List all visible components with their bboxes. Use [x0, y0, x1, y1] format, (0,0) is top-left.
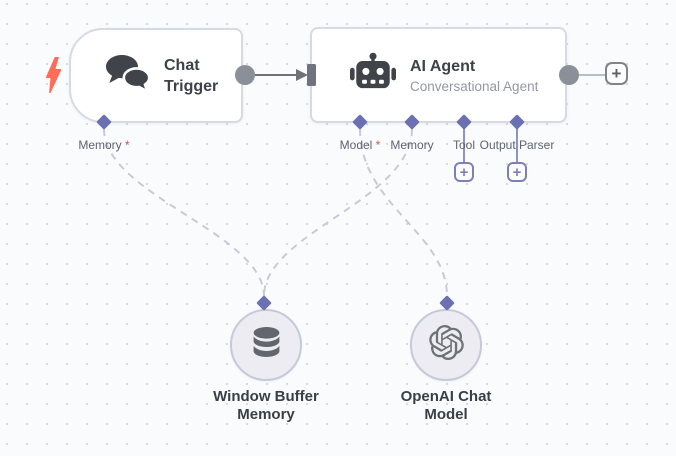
lightning-trigger-icon	[45, 56, 62, 98]
node-ai-agent[interactable]: AI Agent Conversational Agent	[310, 27, 567, 123]
connection-trigger-to-agent[interactable]	[255, 69, 308, 81]
port-label-model: Model *	[339, 138, 381, 152]
label-openai-chat-model: OpenAI Chat Model	[400, 388, 492, 423]
add-output-parser-button[interactable]: +	[507, 162, 527, 182]
agent-output-handle[interactable]	[559, 65, 579, 85]
connection-agent-model-to-openai[interactable]	[359, 128, 448, 297]
port-label-output-parser: Output Parser	[479, 138, 555, 152]
trigger-output-handle[interactable]	[235, 65, 255, 85]
arrowhead-icon	[296, 69, 308, 81]
node-window-buffer-memory[interactable]	[230, 309, 302, 381]
port-label-tool: Tool	[452, 138, 476, 152]
connection-agent-memory-to-buffer[interactable]	[263, 128, 413, 297]
database-icon	[250, 326, 283, 364]
port-label-trigger-memory: Memory *	[78, 138, 130, 152]
node-chat-trigger[interactable]: Chat Trigger	[69, 28, 243, 123]
required-marker: *	[125, 138, 130, 152]
connection-trigger-memory-to-buffer[interactable]	[103, 128, 265, 297]
node-openai-chat-model[interactable]	[410, 309, 482, 381]
add-node-button[interactable]: +	[605, 62, 628, 85]
node-subtitle: Conversational Agent	[410, 79, 539, 94]
label-window-buffer-memory: Window Buffer Memory	[213, 388, 319, 423]
node-title: AI Agent	[410, 58, 476, 75]
robot-icon	[350, 52, 396, 99]
agent-input-handle[interactable]	[307, 64, 316, 86]
chat-bubbles-icon	[103, 52, 151, 99]
node-title: Chat Trigger	[164, 56, 219, 95]
openai-icon	[428, 325, 464, 365]
add-tool-button[interactable]: +	[454, 162, 474, 182]
port-label-memory: Memory	[390, 138, 434, 152]
required-marker: *	[375, 138, 381, 152]
